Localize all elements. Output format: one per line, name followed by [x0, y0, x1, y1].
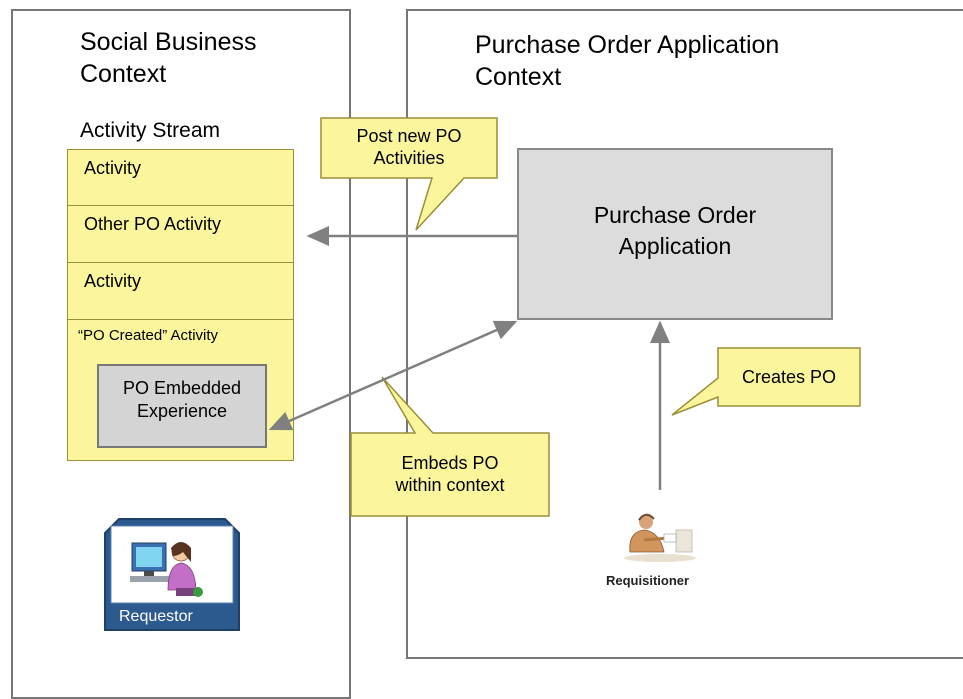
embed-arrow-to-app [391, 320, 518, 378]
embeds-po-callout [350, 376, 550, 517]
po-embedded-experience-box: PO Embedded Experience [97, 364, 267, 448]
embeds-po-callout-text: Embeds PO within context [395, 453, 505, 495]
connector-layer [104, 117, 861, 631]
requestor-label: Requestor [119, 608, 193, 625]
purchase-order-application-box: Purchase Order Application [517, 148, 833, 320]
creates-po-callout-text: Creates PO [741, 367, 837, 387]
po-context-title: Purchase Order Application Context [475, 31, 780, 91]
requisitioner-person-icon [624, 513, 696, 562]
activity-stream-label: Activity Stream [80, 119, 221, 142]
post-activities-callout-text: Post new PO Activities [356, 126, 462, 168]
requisitioner-label: Requisitioner [606, 573, 690, 588]
post-activities-callout [320, 117, 498, 231]
embed-arrow-to-embedded [268, 374, 393, 431]
person-at-computer-icon [104, 518, 240, 631]
social-context-title: Social Business Context [80, 28, 257, 88]
creates-po-callout [671, 347, 861, 416]
activity-row: Activity [67, 149, 294, 206]
